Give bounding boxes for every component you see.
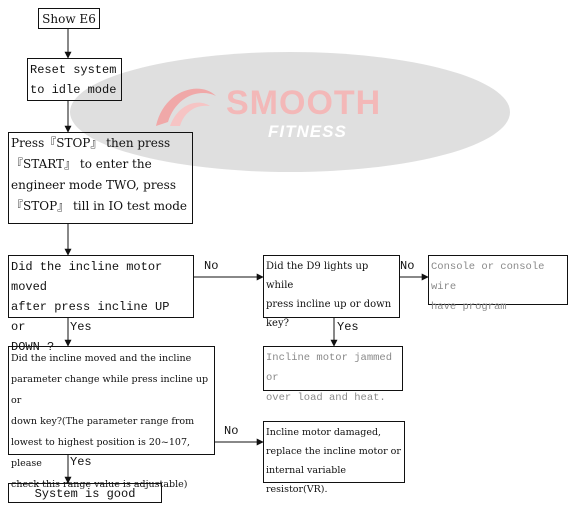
label-yes-parameter: Yes [70,455,92,469]
node-show-e6: Show E6 [38,8,100,29]
node-console-program: Console or console wire have program [428,255,568,313]
node-question-parameter: Did the incline moved and the incline pa… [8,346,215,490]
node-motor-damaged: Incline motor damaged, replace the incli… [263,421,405,495]
label-no-motor: No [204,259,219,273]
label-no-parameter: No [224,424,239,438]
watermark-swirl-icon [156,88,216,126]
node-system-good: System is good [8,483,162,503]
label-no-d9: No [400,259,415,273]
watermark-brand: SMOOTH [226,84,382,122]
node-motor-jammed: Incline motor jammed or over load and he… [263,346,403,404]
node-question-d9-light: Did the D9 lights up while press incline… [263,255,400,329]
label-yes-d9: Yes [337,320,359,334]
node-reset-system: Reset system to idle mode [27,58,122,101]
watermark-ellipse [70,52,510,172]
watermark-subtitle: FITNESS [268,122,347,141]
label-yes-motor: Yes [70,320,92,334]
node-question-motor-moved: Did the incline motor moved after press … [8,255,194,354]
node-engineer-mode: Press『STOP』 then press 『START』 to enter … [8,132,193,224]
